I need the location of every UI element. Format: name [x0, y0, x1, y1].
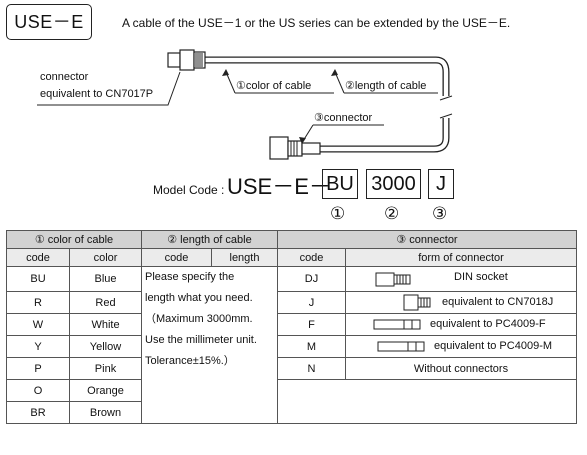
callout-color-of-cable: ①color of cable	[236, 80, 312, 92]
marker-3: ③	[432, 204, 448, 223]
din-socket-icon	[375, 272, 411, 286]
color-code: O	[6, 379, 70, 402]
connector-empty-cell	[277, 379, 577, 424]
model-code-prefix: USE－E－	[227, 174, 331, 199]
color-code: P	[6, 357, 70, 380]
model-code-color-box: BU	[322, 169, 358, 199]
color-name: Pink	[69, 357, 142, 380]
connector-form: Without connectors	[345, 357, 577, 380]
callout-length-of-cable: ②length of cable	[345, 80, 427, 92]
connector-form: DIN socket	[345, 266, 577, 292]
connector-code: J	[277, 291, 346, 314]
col-header: color	[69, 248, 142, 267]
marker-1: ①	[330, 204, 346, 223]
jack-connector-icon	[403, 294, 431, 311]
table-row: P Pink N Without connectors	[6, 357, 577, 380]
color-name: White	[69, 313, 142, 336]
model-code-connector-box: J	[428, 169, 454, 199]
col-header: form of connector	[345, 248, 577, 267]
male-plug-icon	[377, 341, 425, 352]
connector-equivalent-label: equivalent to CN7017P	[40, 88, 154, 100]
color-name: Orange	[69, 379, 142, 402]
table-row: W White F equivalent to PC4009-F	[6, 313, 577, 336]
col-header: code	[277, 248, 346, 267]
connector-form: equivalent to PC4009-M	[345, 335, 577, 358]
table-row: R Red J equivalent to CN7018J	[6, 291, 577, 314]
connector-label: connector	[40, 71, 89, 83]
product-badge: USE－E	[6, 4, 92, 40]
connector-form: equivalent to PC4009-F	[345, 313, 577, 336]
model-code-label: Model Code :	[153, 183, 225, 197]
sub-header-row: code color code length code form of conn…	[6, 248, 577, 267]
length-note: Please specify the length what you need.…	[141, 266, 278, 424]
group-header-length: ② length of cable	[141, 230, 278, 249]
model-code-length-box: 3000	[366, 169, 421, 199]
color-code: W	[6, 313, 70, 336]
col-header: code	[141, 248, 212, 267]
table-row: BU Blue Please specify the length what y…	[6, 266, 577, 424]
group-header-color: ① color of cable	[6, 230, 142, 249]
connector-form: equivalent to CN7018J	[345, 291, 577, 314]
color-name: Red	[69, 291, 142, 314]
color-code: BU	[6, 266, 70, 292]
connector-code: F	[277, 313, 346, 336]
col-header: code	[6, 248, 70, 267]
color-name: Brown	[69, 401, 142, 424]
group-header-connector: ③ connector	[277, 230, 577, 249]
connector-code: N	[277, 357, 346, 380]
jack-connector-icon	[269, 136, 321, 160]
cable-diagram	[37, 49, 453, 160]
color-code: Y	[6, 335, 70, 358]
color-code: R	[6, 291, 70, 314]
color-name: Yellow	[69, 335, 142, 358]
connector-code: M	[277, 335, 346, 358]
table-row: BR Brown	[6, 401, 577, 424]
color-code: BR	[6, 401, 70, 424]
table-row: O Orange	[6, 379, 577, 424]
product-description: A cable of the USE－1 or the US series ca…	[122, 16, 511, 30]
callout-connector: ③connector	[314, 112, 373, 124]
color-name: Blue	[69, 266, 142, 292]
col-header: length	[211, 248, 278, 267]
plug-connector-icon	[167, 49, 206, 71]
marker-2: ②	[384, 204, 400, 223]
table-row: Y Yellow M equivalent to PC4009-M	[6, 335, 577, 358]
spec-table: ① color of cable ② length of cable ③ con…	[6, 230, 577, 424]
connector-code: DJ	[277, 266, 346, 292]
female-plug-icon	[373, 319, 421, 330]
group-header-row: ① color of cable ② length of cable ③ con…	[6, 230, 577, 249]
